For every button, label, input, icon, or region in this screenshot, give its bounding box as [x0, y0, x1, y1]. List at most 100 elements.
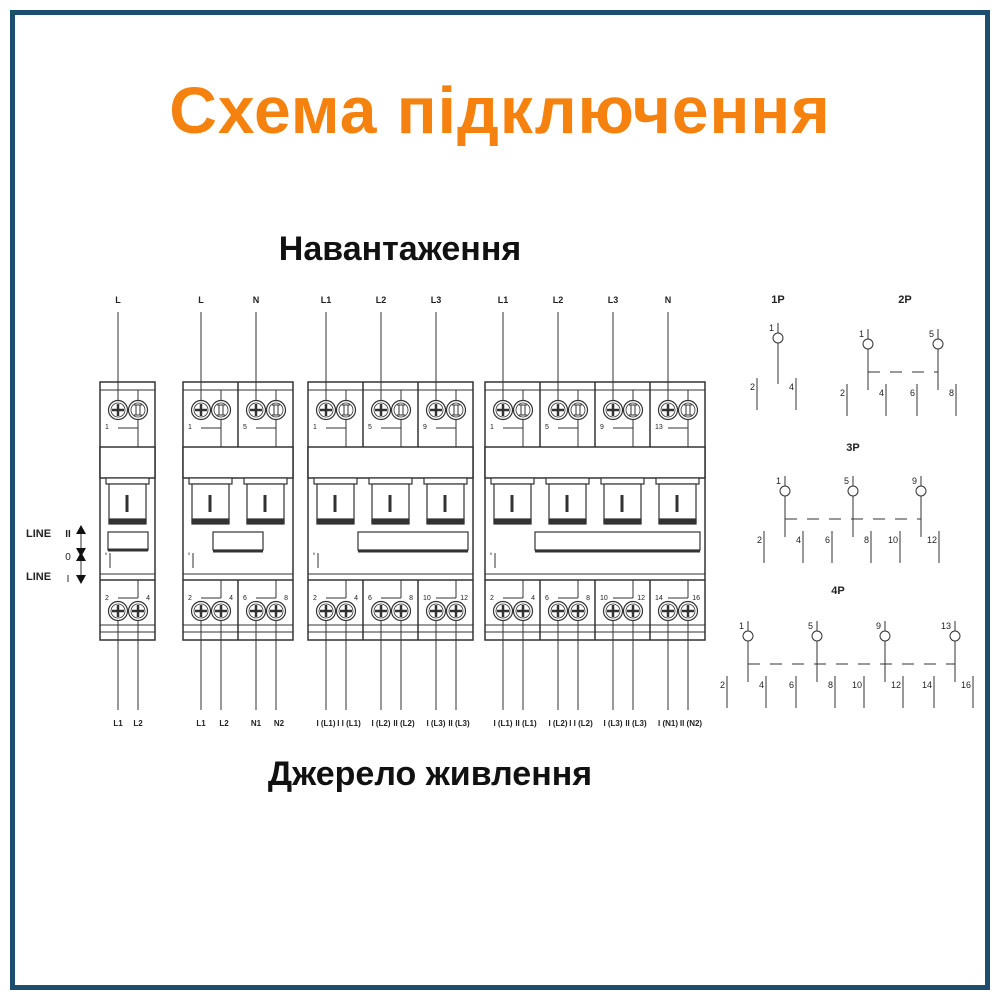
source-terminal-label: L1 [196, 719, 206, 728]
bottom-screw-icon-inner [570, 603, 586, 619]
top-terminal-label: L [198, 295, 204, 305]
top-terminal-label: L2 [376, 295, 387, 305]
top-terminal-label: L [115, 295, 121, 305]
contact-circle-icon [742, 630, 754, 642]
top-terminal-label: L2 [553, 295, 564, 305]
source-terminal-label: N1 [251, 719, 262, 728]
top-terminal-number: 5 [368, 424, 372, 431]
pole-number: 13 [941, 621, 951, 631]
contact-number: 6 [825, 535, 830, 545]
contact-number: 12 [891, 680, 901, 690]
bottom-terminal-number: 4 [531, 595, 535, 602]
contact-number: 2 [720, 680, 725, 690]
top-terminal-label: N [253, 295, 260, 305]
contact-number: 6 [910, 388, 915, 398]
top-terminal-number: 1 [188, 424, 192, 431]
load-label: Навантаження [278, 230, 522, 268]
selector-bar [107, 531, 149, 551]
bottom-screw-icon-inner [248, 603, 264, 619]
source-terminal-label: II (L3) [625, 719, 647, 728]
top-clamp-icon-inner [338, 402, 354, 418]
top-terminal-number: 13 [655, 424, 663, 431]
toggle-rail [105, 477, 150, 485]
bottom-terminal-number: 8 [409, 595, 413, 602]
contact-number: 4 [759, 680, 764, 690]
source-label: Джерело живлення [267, 755, 593, 793]
toggle-rail [655, 477, 700, 485]
source-terminal-label: II (L1) [515, 719, 537, 728]
top-clamp-icon-inner [393, 402, 409, 418]
frame-border [10, 10, 990, 990]
top-clamp-icon-inner [268, 402, 284, 418]
toggle-bar [426, 518, 465, 524]
pole-number: 1 [859, 329, 864, 339]
pole-number: 5 [808, 621, 813, 631]
bottom-terminal-number: 8 [284, 595, 288, 602]
toggle-rail [313, 477, 358, 485]
contact-circle-icon [932, 338, 944, 350]
source-terminal-label: L2 [219, 719, 229, 728]
toggle-bar [603, 518, 642, 524]
source-terminal-label: II (L3) [448, 719, 470, 728]
position-mark: II [105, 551, 107, 556]
bottom-terminal-number: 16 [692, 595, 700, 602]
top-screw-icon-inner [605, 402, 621, 418]
bottom-terminal-number: 12 [637, 595, 645, 602]
top-terminal-number: 5 [243, 424, 247, 431]
top-terminal-label: L1 [498, 295, 509, 305]
top-terminal-number: 9 [423, 424, 427, 431]
top-screw-icon-inner [495, 402, 511, 418]
source-terminal-label: I (L3) [603, 719, 622, 728]
toggle-bar [658, 518, 697, 524]
selector-bar [534, 531, 701, 551]
toggle-rail [490, 477, 535, 485]
bottom-screw-icon-inner [660, 603, 676, 619]
bottom-terminal-number: 4 [229, 595, 233, 602]
source-terminal-label: I (L2) [371, 719, 390, 728]
bottom-terminal-number: 2 [105, 595, 109, 602]
toggle-bar [371, 518, 410, 524]
bottom-screw-icon-inner [680, 603, 696, 619]
source-terminal-label: I (L1) [316, 719, 335, 728]
legend-line-i: LINE [26, 571, 51, 583]
schematic-title: 1P [771, 294, 784, 306]
bottom-terminal-number: 4 [354, 595, 358, 602]
label-band [182, 446, 294, 479]
pole-number: 1 [776, 476, 781, 486]
contact-circle-icon [847, 485, 859, 497]
position-mark: II [188, 551, 190, 556]
label-band [99, 446, 156, 479]
legend-i: I [67, 574, 70, 585]
bottom-screw-icon-inner [625, 603, 641, 619]
schematic-title: 2P [898, 294, 911, 306]
top-clamp-icon-inner [625, 402, 641, 418]
contact-circle-icon [779, 485, 791, 497]
label-band [307, 446, 474, 479]
bottom-screw-icon-inner [268, 603, 284, 619]
source-terminal-label: I (L2) [548, 719, 567, 728]
contact-number: 6 [789, 680, 794, 690]
top-screw-icon-inner [373, 402, 389, 418]
bottom-screw-icon-inner [448, 603, 464, 619]
source-terminal-label: I (L1) [493, 719, 512, 728]
top-terminal-number: 1 [313, 424, 317, 431]
selector-bar [212, 531, 264, 551]
source-terminal-label: N2 [274, 719, 285, 728]
contact-circle-icon [862, 338, 874, 350]
arrow-up-icon [76, 525, 86, 534]
contact-number: 4 [879, 388, 884, 398]
source-terminal-label: I (L3) [426, 719, 445, 728]
top-screw-icon-inner [193, 402, 209, 418]
contact-number: 2 [757, 535, 762, 545]
contact-number: 2 [750, 382, 755, 392]
top-screw-icon-inner [110, 402, 126, 418]
source-terminal-label: I I (L1) [337, 719, 361, 728]
pole-number: 5 [844, 476, 849, 486]
bottom-terminal-number: 14 [655, 595, 663, 602]
contact-circle-icon [772, 332, 784, 344]
